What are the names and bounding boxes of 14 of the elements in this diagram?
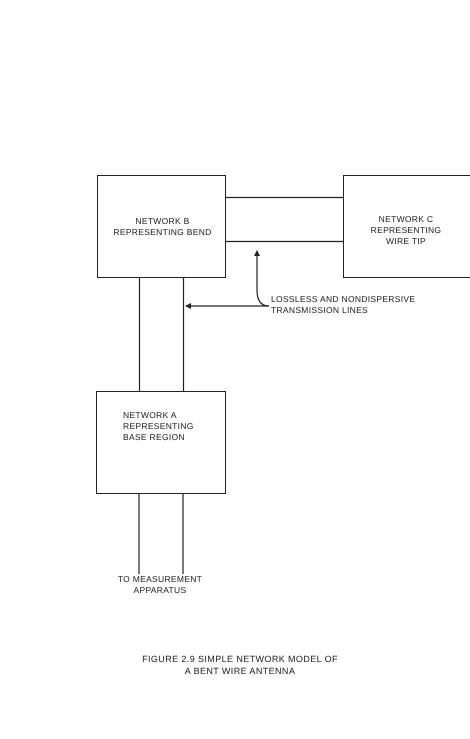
network-box — [96, 391, 226, 494]
network-label: NETWORK C REPRESENTING WIRE TIP — [370, 214, 442, 247]
transmission-line — [225, 196, 344, 242]
leader-arrow — [254, 250, 270, 307]
network-box — [343, 175, 470, 278]
network-box — [97, 175, 226, 278]
figure-caption: FIGURE 2.9 SIMPLE NETWORK MODEL OF A BENT WIRE ANTENNA — [141, 653, 339, 677]
terminal-label: TO MEASUREMENT APPARATUS — [110, 574, 210, 596]
transmission-line — [138, 493, 184, 575]
callout-text: LOSSLESS AND NONDISPERSIVE TRANSMISSION LINES — [271, 294, 446, 316]
network-label: NETWORK A REPRESENTING BASE REGION — [123, 410, 195, 443]
leader-arrow — [185, 303, 269, 309]
network-label: NETWORK B REPRESENTING BEND — [112, 216, 213, 238]
transmission-line — [138, 277, 184, 392]
